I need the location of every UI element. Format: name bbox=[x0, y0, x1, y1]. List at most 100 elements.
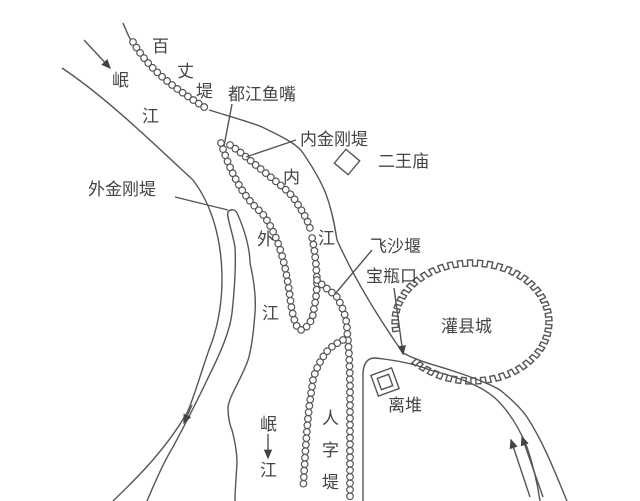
levee-bead bbox=[250, 201, 259, 210]
levee-bead bbox=[346, 420, 354, 429]
levee-bead bbox=[304, 414, 312, 423]
levee-bead bbox=[346, 388, 354, 397]
levee-bead bbox=[279, 258, 288, 267]
levee-bead bbox=[346, 492, 354, 501]
label-baizhangdi-1: 百 bbox=[152, 37, 169, 57]
levee-bead bbox=[305, 401, 314, 410]
levee-beads bbox=[129, 38, 354, 501]
levee-bead bbox=[308, 382, 316, 391]
levee-bead bbox=[194, 99, 203, 108]
left-river-bank bbox=[61, 67, 223, 501]
levee-bead bbox=[288, 309, 297, 318]
levee-bead bbox=[173, 85, 182, 93]
levee-bead bbox=[299, 479, 308, 488]
levee-bead bbox=[345, 355, 354, 364]
levee-bead bbox=[340, 310, 349, 319]
label-guanxiancheng: 灌县城 bbox=[441, 317, 492, 337]
label-baopingkou: 宝瓶口 bbox=[366, 267, 417, 287]
label-feishayan: 飞沙堰 bbox=[370, 237, 421, 257]
levee-bead bbox=[301, 453, 309, 462]
levee-bead bbox=[178, 88, 187, 97]
levee-bead bbox=[129, 38, 137, 46]
levee-bead bbox=[346, 401, 354, 410]
levee-bead bbox=[308, 311, 317, 320]
levee-bead bbox=[312, 266, 321, 275]
levee-bead bbox=[346, 459, 354, 468]
levee-bead bbox=[251, 161, 260, 169]
levee-bead bbox=[294, 200, 302, 209]
levee-bead bbox=[246, 156, 255, 165]
levee-bead bbox=[168, 81, 177, 89]
levee-bead bbox=[311, 259, 320, 268]
levee-bead bbox=[231, 144, 240, 153]
levee-bead bbox=[323, 347, 332, 356]
levee-bead bbox=[339, 336, 347, 344]
leader-line bbox=[334, 249, 373, 295]
levee-bead bbox=[346, 479, 354, 488]
levee-bead bbox=[245, 196, 254, 205]
levee-bead bbox=[241, 191, 250, 200]
label-lidui: 离堆 bbox=[388, 396, 422, 416]
levee-bead bbox=[281, 185, 290, 194]
levee-bead bbox=[163, 77, 171, 85]
flow-arrow-icon bbox=[509, 438, 531, 498]
levee-bead bbox=[309, 305, 318, 313]
levee-bead bbox=[311, 253, 320, 262]
levee-bead bbox=[310, 370, 319, 378]
levee-bead bbox=[278, 252, 287, 260]
levee-bead bbox=[311, 298, 319, 307]
label-erwangmiao: 二王庙 bbox=[378, 152, 429, 172]
levee-bead bbox=[282, 271, 291, 279]
levee-bead bbox=[266, 173, 275, 182]
sandbar-island bbox=[146, 209, 257, 501]
levee-bead bbox=[136, 48, 144, 57]
levee-bead bbox=[346, 466, 354, 475]
levee-bead bbox=[281, 264, 290, 273]
flow-arrow-icon bbox=[83, 39, 111, 70]
levee-bead bbox=[231, 175, 240, 183]
levee-bead bbox=[312, 292, 320, 301]
leader-line bbox=[223, 103, 233, 147]
levee-bead bbox=[285, 290, 294, 299]
levee-bead bbox=[271, 177, 280, 186]
levee-bead bbox=[305, 223, 314, 232]
label-dujiang-yuzui: 都江鱼嘴 bbox=[228, 85, 296, 105]
guanxian-city-wall bbox=[391, 259, 553, 385]
levee-bead bbox=[284, 283, 293, 292]
levee-bead bbox=[144, 59, 153, 67]
levee-bead bbox=[343, 329, 352, 338]
levee-bead bbox=[283, 277, 292, 286]
levee-bead bbox=[312, 285, 321, 294]
levee-bead bbox=[276, 181, 285, 190]
levee-bead bbox=[286, 190, 295, 199]
levee-bead bbox=[342, 317, 351, 325]
label-neijiang-2: 江 bbox=[318, 229, 335, 249]
levee-bead bbox=[345, 368, 354, 377]
levee-bead bbox=[317, 280, 326, 289]
levee-bead bbox=[345, 362, 354, 371]
leader-line bbox=[393, 287, 407, 356]
label-nei-jingangdi: 内金刚堤 bbox=[300, 130, 368, 150]
levee-bead bbox=[234, 180, 243, 189]
levee-bead bbox=[346, 407, 354, 416]
levee-bead bbox=[158, 72, 166, 81]
levee-bead bbox=[148, 63, 157, 72]
levee-bead bbox=[328, 342, 336, 351]
levee-bead bbox=[319, 352, 328, 361]
lidui-peninsula-bank bbox=[362, 357, 541, 501]
label-neijiang-1: 内 bbox=[283, 168, 300, 188]
levee-bead bbox=[346, 440, 354, 449]
levee-bead bbox=[307, 389, 315, 397]
levee-bead bbox=[346, 427, 354, 436]
leader-line bbox=[174, 196, 229, 211]
levee-bead bbox=[322, 284, 331, 293]
label-minjiang-lower-2: 江 bbox=[260, 461, 277, 481]
levee-bead bbox=[345, 375, 354, 384]
levee-bead bbox=[303, 421, 312, 430]
label-minjiang-upper-1: 岷 bbox=[112, 71, 129, 91]
levee-bead bbox=[302, 427, 311, 436]
levee-bead bbox=[287, 303, 296, 312]
leader-line bbox=[245, 139, 297, 158]
